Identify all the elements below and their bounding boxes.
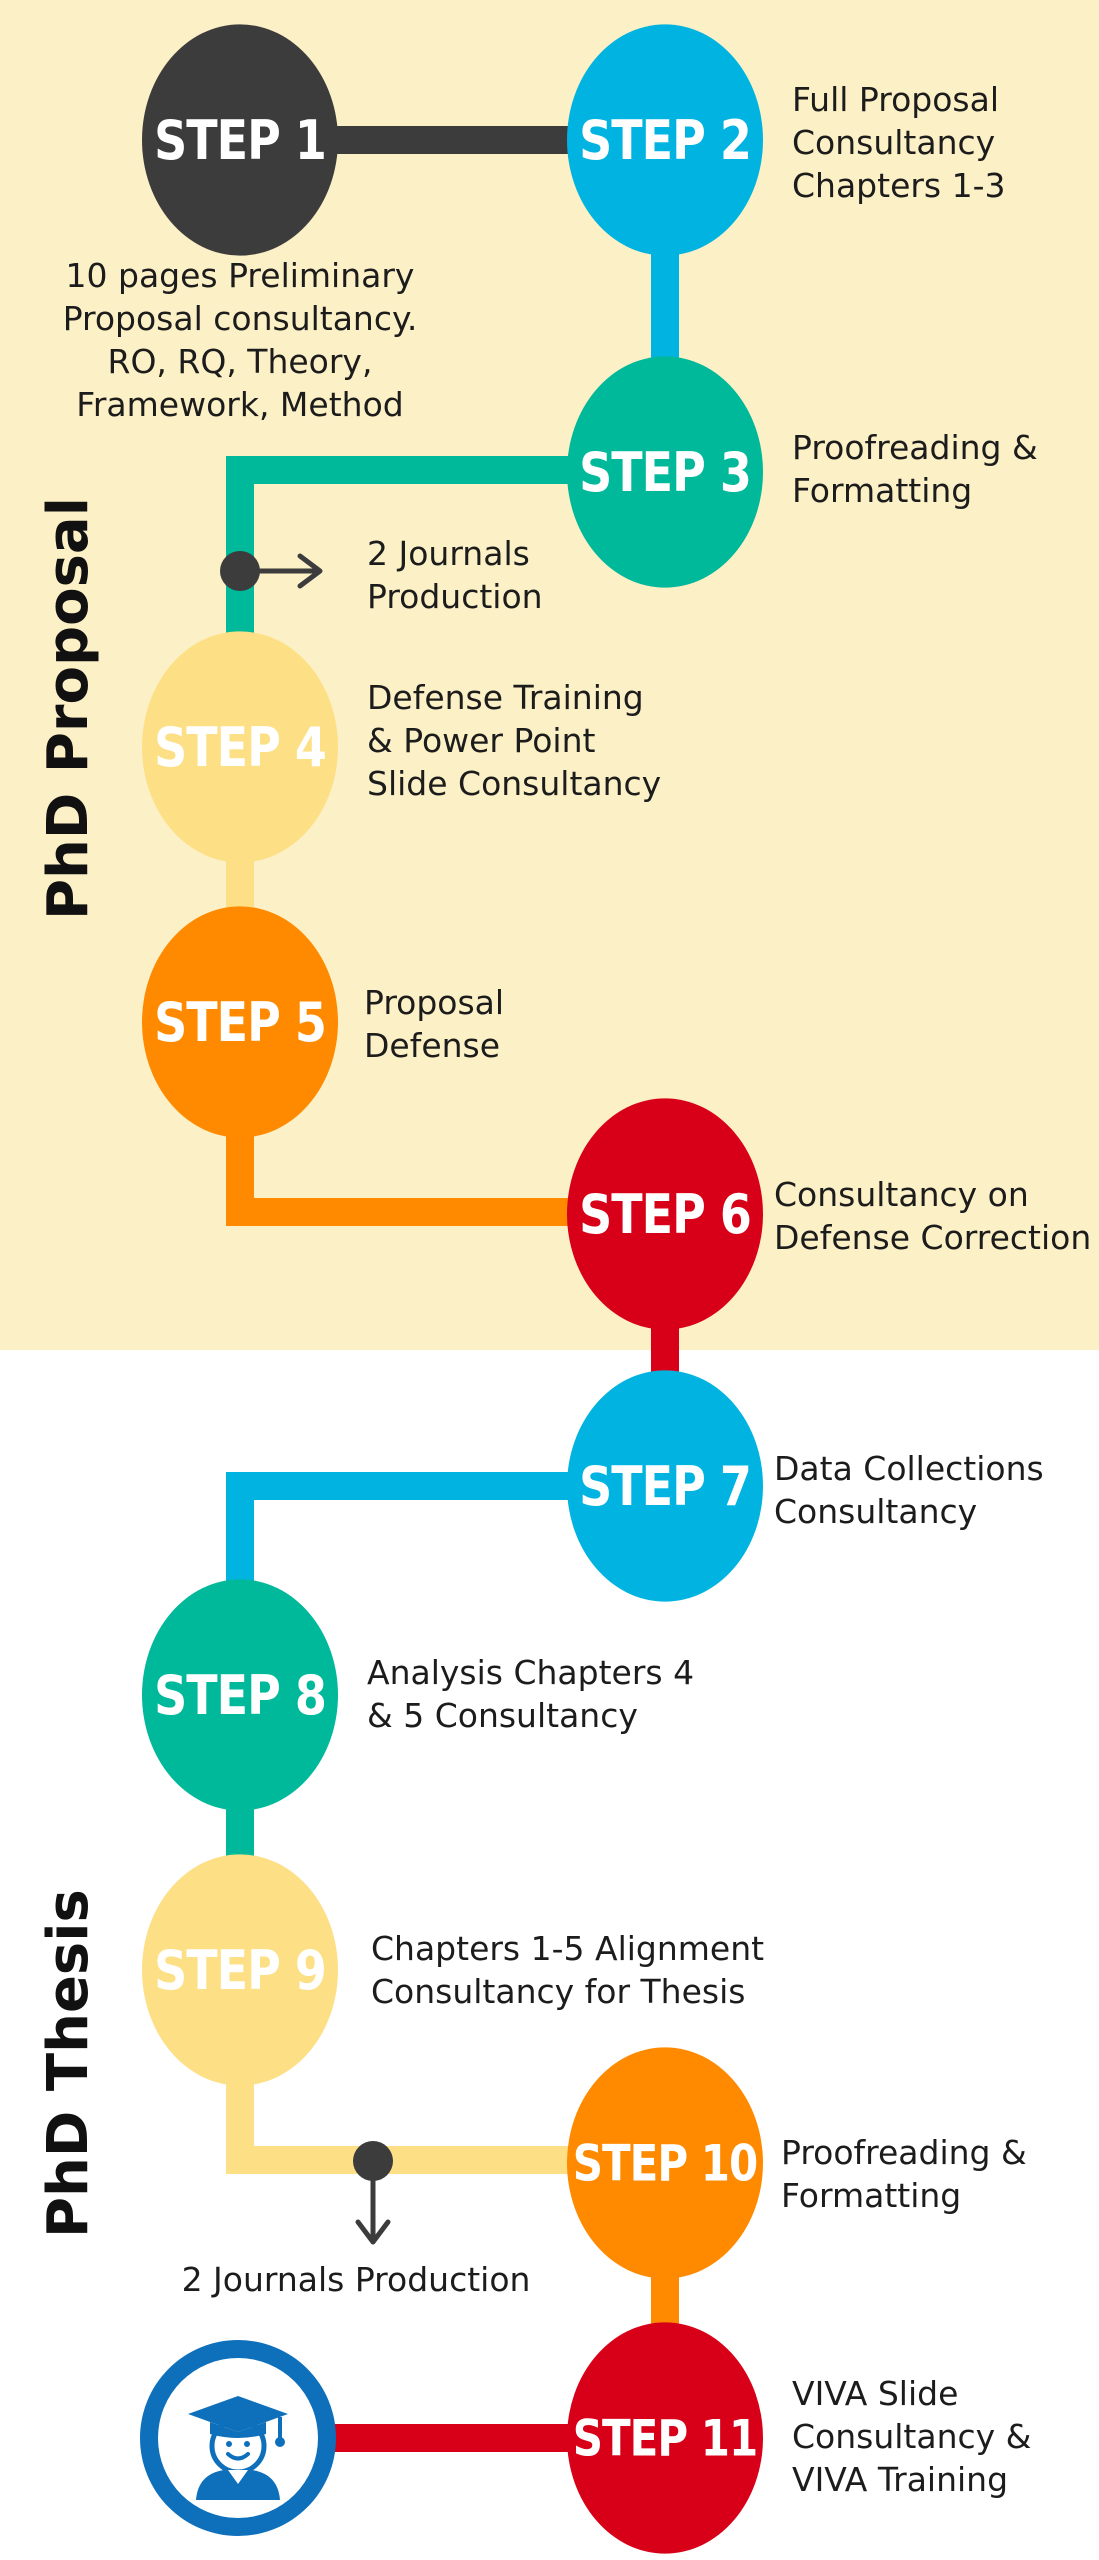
- step-11-label: STEP 11: [572, 2409, 758, 2467]
- step-4-circle: STEP 4: [142, 631, 338, 863]
- step-4-description: Defense Training & Power Point Slide Con…: [367, 678, 662, 803]
- journals-branch-marker-proposal: [220, 551, 323, 591]
- step-5-description: Proposal Defense: [364, 983, 505, 1065]
- step-11-description: VIVA Slide Consultancy & VIVA Training: [792, 2374, 1032, 2499]
- step-5-label: STEP 5: [154, 990, 327, 1054]
- step-7-description: Data Collections Consultancy: [774, 1449, 1044, 1531]
- step-11-circle: STEP 11: [567, 2322, 763, 2554]
- step-6-circle: STEP 6: [567, 1098, 763, 1330]
- section-label-proposal: PhD Proposal: [36, 497, 101, 920]
- step-9-label: STEP 9: [154, 1938, 327, 2002]
- graduate-badge: [140, 2340, 336, 2536]
- step-4-label: STEP 4: [154, 715, 327, 779]
- journals-branch-marker-thesis: [353, 2141, 393, 2245]
- step-2-label: STEP 2: [579, 108, 752, 172]
- step-7-label: STEP 7: [579, 1454, 752, 1518]
- step-1-description: 10 pages Preliminary Proposal consultanc…: [62, 256, 418, 424]
- step-9-description: Chapters 1-5 Alignment Consultancy for T…: [371, 1929, 765, 2011]
- step-10-description: Proofreading & Formatting: [781, 2133, 1027, 2215]
- step-1-label: STEP 1: [154, 108, 327, 172]
- section-label-thesis: PhD Thesis: [36, 1889, 101, 2238]
- step-3-label: STEP 3: [579, 440, 752, 504]
- step-3-circle: STEP 3: [567, 356, 763, 588]
- step-5-circle: STEP 5: [142, 906, 338, 1138]
- step-6-description: Consultancy on Defense Correction: [774, 1175, 1092, 1257]
- step-8-description: Analysis Chapters 4 & 5 Consultancy: [367, 1653, 695, 1735]
- step-8-label: STEP 8: [154, 1663, 327, 1727]
- step-8-circle: STEP 8: [142, 1579, 338, 1811]
- step-10-label: STEP 10: [572, 2134, 758, 2192]
- journals-thesis-description: 2 Journals Production: [181, 2260, 531, 2299]
- journals-proposal-description: 2 Journals Production: [367, 534, 543, 616]
- step-7-circle: STEP 7: [567, 1370, 763, 1602]
- step-2-circle: STEP 2: [567, 24, 763, 256]
- step-6-label: STEP 6: [579, 1182, 752, 1246]
- step-9-circle: STEP 9: [142, 1854, 338, 2086]
- step-2-description: Full Proposal Consultancy Chapters 1-3: [792, 80, 1006, 205]
- graduate-cap-icon: [188, 2396, 288, 2500]
- step-10-circle: STEP 10: [567, 2047, 763, 2279]
- step-3-description: Proofreading & Formatting: [792, 428, 1038, 510]
- step-1-circle: STEP 1: [142, 24, 338, 256]
